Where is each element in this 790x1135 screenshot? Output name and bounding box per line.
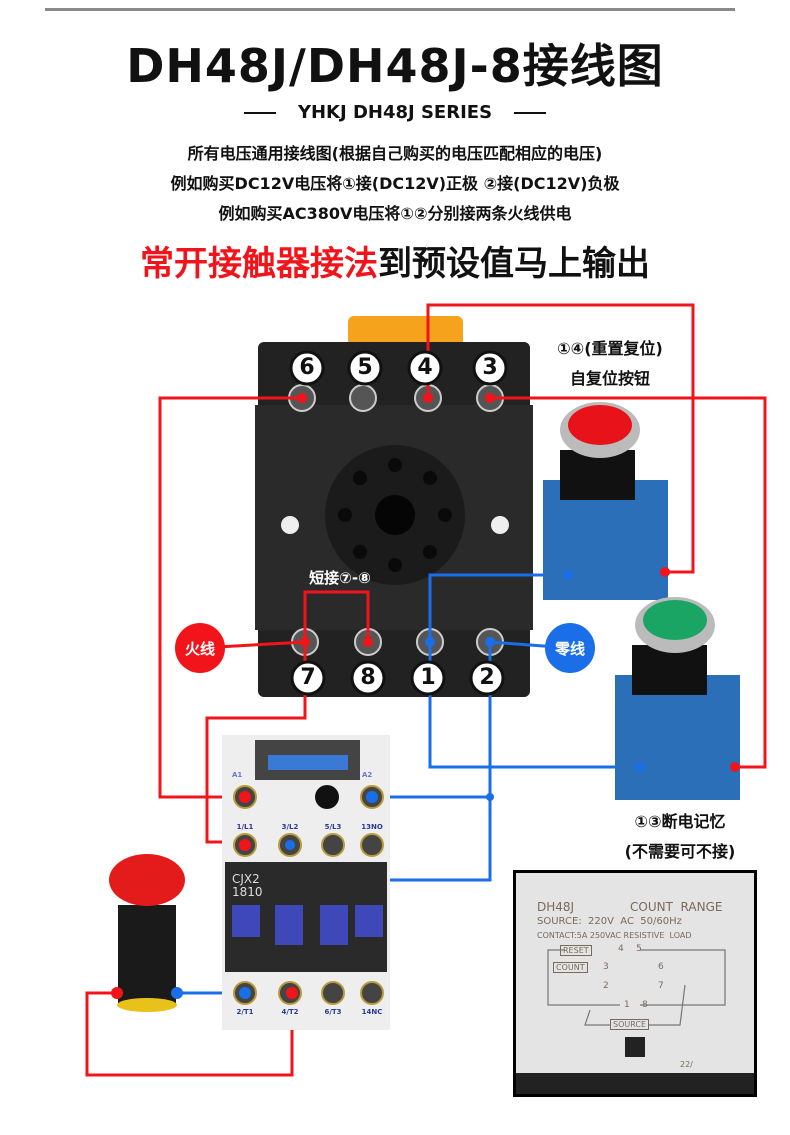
terminal-6: 6 (299, 355, 315, 380)
indicator-lamp (109, 854, 185, 1012)
nameplate-reset: RESET (560, 945, 592, 956)
green-button (615, 597, 740, 800)
description-line: 例如购买DC12V电压将①接(DC12V)正极 ②接(DC12V)负极 (170, 174, 620, 193)
neutral-badge (545, 623, 595, 673)
reset-button-label-2: 自复位按钮 (569, 369, 650, 388)
nameplate-source-box: SOURCE (610, 1019, 650, 1030)
contactor (222, 735, 390, 1030)
nameplate-count: COUNT (553, 962, 588, 973)
term-4-t2: 4/T2 (281, 1008, 299, 1016)
page-title: DH48J/DH48J-8接线图 (126, 39, 664, 93)
timer-nameplate (513, 870, 757, 1097)
terminal-badges (289, 350, 508, 696)
term-13-no: 13NO (361, 823, 383, 831)
term-2-t1: 2/T1 (236, 1008, 254, 1016)
blue-dots (171, 570, 645, 999)
terminal-3: 3 (482, 355, 498, 380)
term-3-l2: 3/L2 (281, 823, 299, 831)
coil-a1: A1 (232, 771, 243, 779)
headline-black: 到预设值马上输出 (378, 244, 650, 284)
contactor-model-text: CJX2 (232, 872, 260, 886)
reset-button-label: ①④(重置复位) (557, 339, 663, 358)
pin-1: 1 (624, 1000, 630, 1010)
headline: 常开接触器接法到预设值马上输出 (0, 236, 790, 285)
live-badge (175, 623, 225, 673)
term-1-l1: 1/L1 (236, 823, 254, 831)
neutral-label: 零线 (554, 640, 585, 658)
memory-label: ①③断电记忆 (634, 812, 726, 831)
terminal-5: 5 (357, 355, 373, 380)
short-7-8-label: 短接⑦-⑧ (309, 569, 371, 587)
contactor-rating: 1810 (232, 885, 263, 899)
pin-8: 8 (642, 1000, 648, 1010)
nameplate-contact: CONTACT:5A 250VAC RESISTIVE LOAD (537, 931, 692, 940)
series-text: YHKJ DH48J SERIES (297, 102, 493, 123)
pin-5: 5 (636, 944, 642, 954)
terminal-8: 8 (360, 665, 376, 690)
live-label: 火线 (184, 640, 215, 658)
nameplate-model: DH48J (537, 900, 575, 914)
memory-label-2: (不需要可不接) (624, 842, 736, 861)
pin-6: 6 (658, 962, 664, 972)
pin-2: 2 (603, 981, 609, 991)
term-14-nc: 14NC (361, 1008, 383, 1016)
terminal-7: 7 (300, 665, 316, 690)
terminal-1: 1 (420, 665, 436, 690)
nameplate-code: 22/ (680, 1060, 693, 1069)
pin-7: 7 (658, 981, 664, 991)
terminal-4: 4 (417, 355, 433, 380)
nameplate-source: SOURCE: 220V AC 50/60Hz (537, 916, 682, 927)
description-line: 所有电压通用接线图(根据自己购买的电压匹配相应的电压) (187, 144, 603, 163)
coil-a2: A2 (362, 771, 373, 779)
headline-red: 常开接触器接法 (140, 244, 378, 284)
description-line: 例如购买AC380V电压将①②分别接两条火线供电 (218, 204, 572, 223)
top-divider (45, 8, 735, 11)
pin-4: 4 (618, 944, 624, 954)
term-5-l3: 5/L3 (324, 823, 342, 831)
term-6-t3: 6/T3 (324, 1008, 342, 1016)
red-dots (111, 393, 740, 999)
terminal-2: 2 (479, 665, 495, 690)
relay-socket (255, 316, 533, 697)
pin-3: 3 (603, 962, 609, 972)
series-subtitle: YHKJ DH48J SERIES (0, 102, 790, 123)
nameplate-range: COUNT RANGE (630, 900, 723, 914)
red-reset-button (543, 402, 668, 600)
